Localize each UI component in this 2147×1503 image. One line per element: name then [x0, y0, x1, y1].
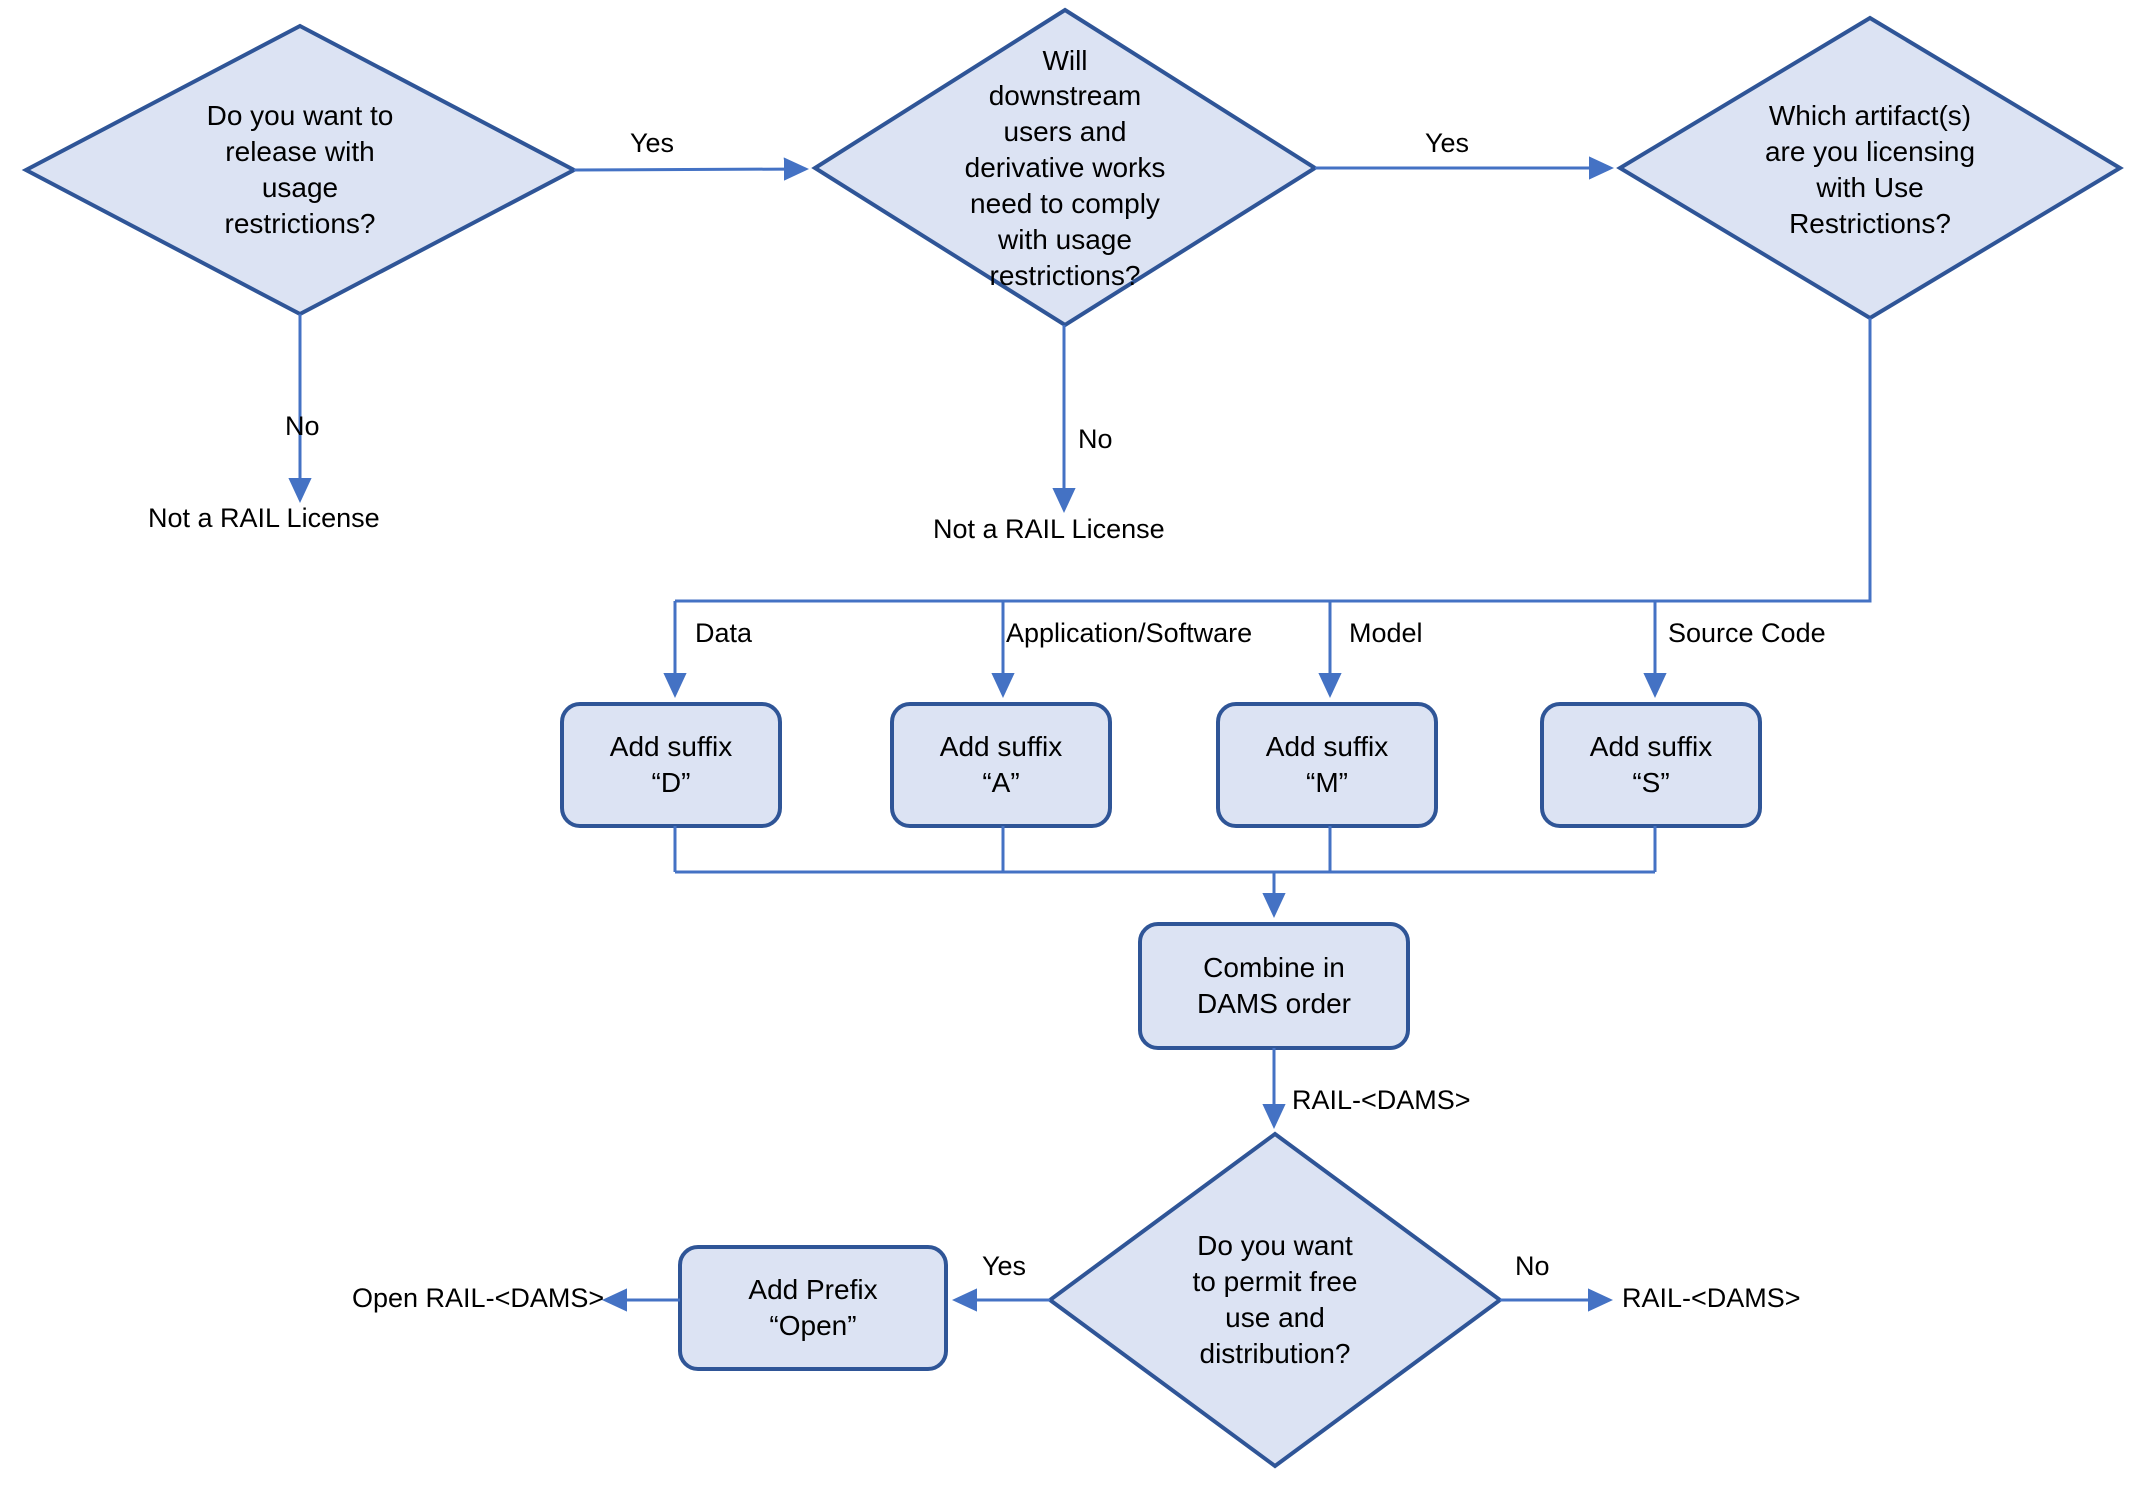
edge-label-yes-free-use: Yes [982, 1251, 1027, 1281]
terminal-rail-dams: RAIL-<DAMS> [1622, 1283, 1801, 1313]
edge-label-artifact-application-software: Application/Software [1006, 618, 1253, 648]
shape-diamond-which-artifacts[interactable] [1616, 15, 2124, 321]
edge-label-artifact-model: Model [1349, 618, 1423, 648]
terminal-open-rail-dams: Open RAIL-<DAMS> [352, 1283, 605, 1313]
edge-label-no-q1: No [285, 411, 320, 441]
shape-box-suffix-s[interactable] [1540, 702, 1762, 828]
shape-diamond-downstream-comply[interactable] [811, 7, 1319, 328]
edge-label-rail-dams-mid: RAIL-<DAMS> [1292, 1085, 1471, 1115]
shape-box-suffix-d[interactable] [560, 702, 782, 828]
shape-box-suffix-m[interactable] [1216, 702, 1438, 828]
shape-box-suffix-a[interactable] [890, 702, 1112, 828]
edge-label-no-free-use: No [1515, 1251, 1550, 1281]
shape-diamond-usage-restrictions[interactable] [21, 23, 579, 317]
shape-box-combine-dams[interactable] [1138, 922, 1410, 1050]
terminal-not-a-rail-license-1: Not a RAIL License [148, 503, 380, 533]
shape-diamond-free-use[interactable] [1046, 1131, 1504, 1469]
connector-q3-to-split-bus [675, 318, 1872, 603]
edge-label-yes-q2-q3: Yes [1425, 128, 1470, 158]
edge-label-no-q2: No [1078, 424, 1113, 454]
terminal-not-a-rail-license-2: Not a RAIL License [933, 514, 1165, 544]
edge-label-yes-q1-q2: Yes [630, 128, 675, 158]
edge-label-artifact-source-code: Source Code [1668, 618, 1826, 648]
edge-label-artifact-data: Data [695, 618, 753, 648]
connector-q1-to-q2 [573, 157, 809, 181]
shape-box-add-prefix-open[interactable] [678, 1245, 948, 1371]
